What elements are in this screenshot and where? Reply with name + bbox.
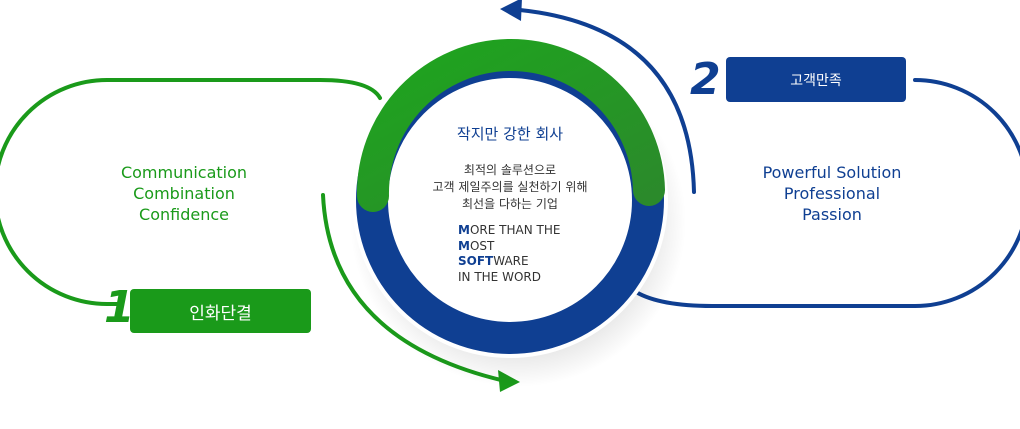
motto-line-2: MOST	[458, 239, 560, 255]
right-label: 고객만족	[790, 72, 842, 89]
left-value-3: Confidence	[139, 205, 229, 224]
right-arrow-path	[518, 8, 696, 194]
right-values: Powerful Solution Professional Passion	[742, 162, 922, 225]
center-description-line-2: 고객 제일주의를 실천하기 위해	[432, 180, 588, 194]
right-label-box: 고객만족	[726, 57, 906, 102]
center-disk	[352, 42, 668, 358]
motto-line-3-highlight: SOFT	[458, 254, 494, 268]
motto-line-1: MORE THAN THE	[458, 223, 560, 239]
motto-line-3: SOFTWARE	[458, 254, 560, 270]
right-loop-path	[634, 78, 1020, 308]
step-number-1: 1	[104, 282, 135, 333]
right-value-3: Passion	[802, 205, 862, 224]
center-description: 최적의 솔루션으로 고객 제일주의를 실천하기 위해 최선을 다하는 기업	[400, 162, 620, 213]
center-motto: MORE THAN THE MOST SOFTWARE IN THE WORD	[458, 223, 560, 285]
motto-line-2-highlight: M	[458, 238, 470, 253]
motto-line-1-highlight: M	[458, 223, 470, 237]
motto-line-4: IN THE WORD	[458, 270, 560, 286]
left-values: Communication Combination Confidence	[104, 162, 264, 225]
left-label-box: 인화단결	[130, 289, 311, 333]
ring-green	[356, 38, 665, 212]
right-value-1: Powerful Solution	[762, 163, 902, 182]
motto-line-4-rest: IN THE WORD	[458, 269, 541, 284]
step-number-2: 2	[690, 54, 721, 105]
center-title: 작지만 강한 회사	[456, 125, 564, 143]
left-value-1: Communication	[120, 163, 248, 182]
motto-line-2-rest: OST	[469, 238, 495, 253]
motto-line-1-rest: ORE THAN THE	[469, 223, 561, 237]
left-label: 인화단결	[189, 303, 252, 324]
center-description-line-3: 최선을 다하는 기업	[462, 197, 558, 211]
left-value-2: Combination	[133, 184, 235, 203]
motto-line-3-rest: WARE	[493, 254, 529, 268]
right-arrow-head	[500, 0, 522, 21]
left-loop-path	[0, 78, 382, 306]
center-description-line-1: 최적의 솔루션으로	[463, 163, 557, 177]
right-value-2: Professional	[783, 184, 881, 203]
